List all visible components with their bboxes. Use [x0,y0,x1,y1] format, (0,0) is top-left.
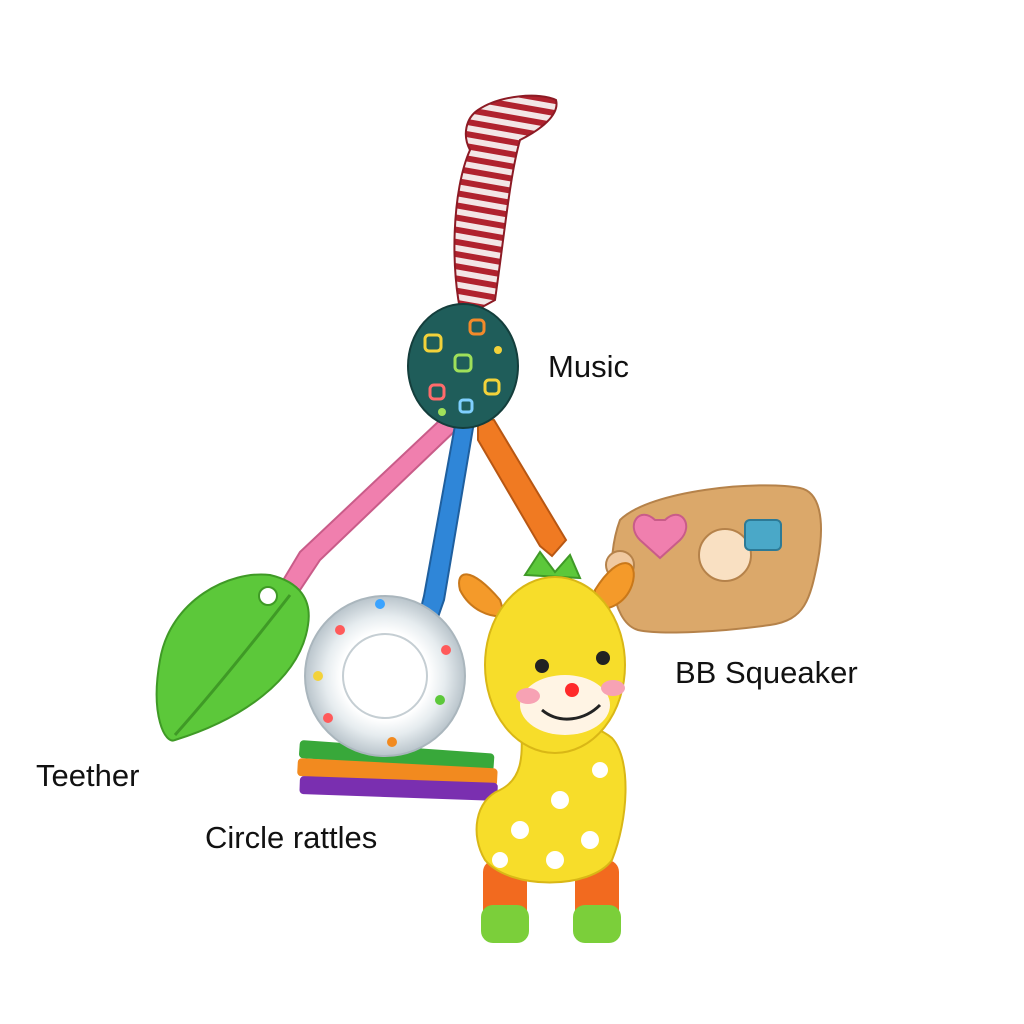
music-ball-icon [407,303,519,429]
teether-label: Teether [36,758,140,793]
bb-squeaker-label: BB Squeaker [675,655,858,690]
giraffe-plush-icon [458,550,635,943]
circle-rattle-icon [304,595,466,757]
music-label: Music [548,349,629,384]
squeaker-tag-icon [605,484,822,634]
circle-rattles-label: Circle rattles [205,820,378,855]
leaf-teether-icon [155,573,310,742]
striped-strap-icon [453,94,558,320]
ribbons [280,414,568,642]
